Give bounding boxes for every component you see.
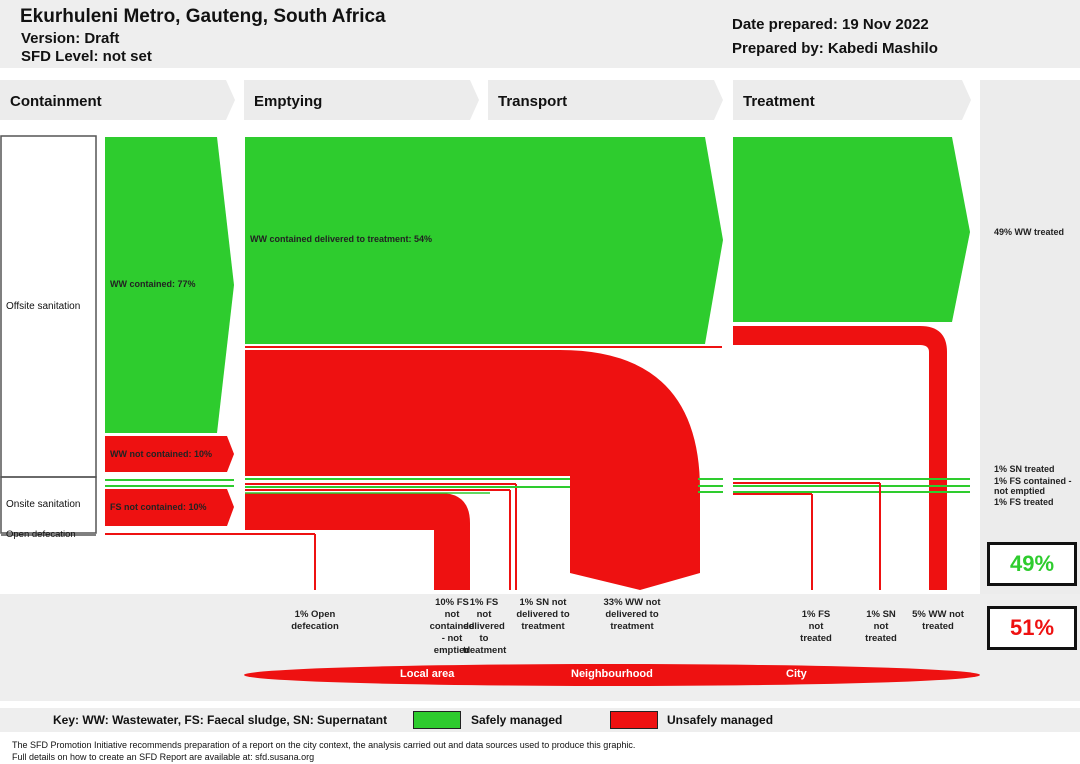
outcome-column [980, 80, 1080, 594]
fs-not-contained-arrow [105, 489, 234, 526]
unsafe-percentage: 51% [987, 606, 1077, 650]
step-transport: Transport [488, 80, 723, 120]
area-city: City [786, 668, 807, 680]
safe-key-label: Safely managed [471, 713, 563, 727]
ww-not-treated-flow [733, 326, 947, 590]
ww-contained-arrow [105, 137, 234, 433]
bottom-label-sn-not-delivered: 1% SN not delivered to treatment [516, 597, 570, 632]
sfd-level-text: SFD Level: not set [21, 48, 152, 65]
bottom-label-ww-not-delivered: 33% WW not delivered to treatment [603, 597, 661, 632]
ww-delivered-label: WW contained delivered to treatment: 54% [250, 234, 433, 244]
step-emptying: Emptying [244, 80, 479, 120]
bottom-label-open-defecation: 1% Open defecation [291, 609, 339, 632]
area-neighbourhood: Neighbourhood [571, 668, 653, 680]
date-prepared: Date prepared: 19 Nov 2022 [732, 16, 929, 33]
offsite-label: Offsite sanitation [6, 301, 81, 312]
key-band [0, 708, 1080, 732]
ww-treated-label: 49% WW treated [994, 227, 1065, 237]
area-local: Local area [400, 668, 455, 680]
ww-not-delivered-flow [245, 350, 700, 590]
step-treatment: Treatment [733, 80, 971, 120]
footer-line-1: The SFD Promotion Initiative recommends … [12, 740, 636, 750]
onsite-label: Onsite sanitation [6, 499, 81, 510]
header-band [0, 0, 1080, 68]
unsafe-key-label: Unsafely managed [667, 713, 774, 727]
fs-contained-label: 1% FS contained - not emptied [994, 476, 1072, 496]
bottom-label-ww-not-treated: 5% WW not treated [912, 609, 964, 632]
footer-line-2: Full details on how to create an SFD Rep… [12, 752, 315, 762]
version-text: Version: Draft [21, 30, 120, 47]
open-defecation-label: Open defecation [6, 529, 76, 540]
step-containment: Containment [0, 80, 235, 120]
area-ellipse [244, 664, 980, 686]
fs-treated-label: 1% FS treated [994, 497, 1054, 507]
safe-swatch [413, 711, 461, 729]
ww-not-contained-label: WW not contained: 10% [110, 449, 212, 459]
bottom-label-fs-not-treated: 1% FS not treated [800, 609, 832, 644]
report-title: Ekurhuleni Metro, Gauteng, South Africa [20, 6, 386, 27]
sn-treated-label: 1% SN treated [994, 464, 1055, 474]
key-text: Key: WW: Wastewater, FS: Faecal sludge, … [53, 713, 388, 727]
sfd-flow-diagram [0, 135, 980, 686]
bottom-label-sn-not-treated: 1% SN not treated [865, 609, 897, 644]
fs-not-emptied-flow [245, 493, 470, 590]
prepared-by: Prepared by: Kabedi Mashilo [732, 40, 938, 57]
ww-not-contained-arrow [105, 436, 234, 472]
bottom-label-fs-not-delivered: 1% FS not delivered to treatment [463, 597, 507, 656]
onsite-box [0, 476, 97, 534]
safe-percentage: 49% [987, 542, 1077, 586]
ww-delivered-arrow [245, 137, 723, 344]
ww-contained-label: WW contained: 77% [110, 279, 196, 289]
ww-treated-arrow [733, 137, 970, 322]
unsafe-swatch [610, 711, 658, 729]
fs-not-contained-label: FS not contained: 10% [110, 502, 207, 512]
bottom-label-fs-not-emptied: 10% FS not contained - not emptied [429, 597, 475, 656]
